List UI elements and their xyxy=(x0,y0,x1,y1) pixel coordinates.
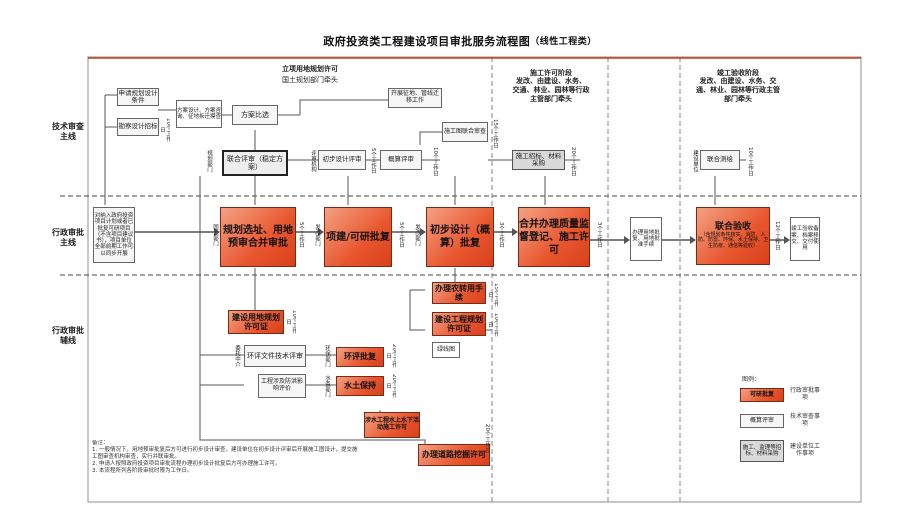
time-label: 5个工作日 xyxy=(298,222,305,248)
time-label: 10个工作日 xyxy=(488,313,498,337)
road-dig-permit: 办理道路挖掘许可 xyxy=(418,444,490,466)
dept-label: 国土部门 xyxy=(212,224,219,246)
time-label: 10个工作日 xyxy=(286,310,296,334)
dept-label: 发改部门 xyxy=(314,224,321,246)
time-label: 10个工作日 xyxy=(432,146,439,176)
dept-label: 规划部门 xyxy=(206,150,213,172)
time-label: 3个工作日 xyxy=(498,222,505,248)
dept-label: 环保部门 xyxy=(324,345,331,367)
phase-1-title: 立项用地规划许可 xyxy=(282,64,338,73)
scheme-design-box: 方案设计、方案咨询、征地拆迁摸查 xyxy=(176,100,222,128)
flood-assessment: 工程涉及防洪影响评价 xyxy=(258,374,306,398)
dept-label: 评审机构 xyxy=(310,150,317,172)
time-label: 10个工作日 xyxy=(747,146,754,176)
water-eng-permit: 涉水工程水上水下活动施工许可 xyxy=(364,412,420,438)
water-conservation: 水土保持 xyxy=(336,376,384,396)
phase-2-title: 施工许可阶段 发改、由建设、水务、 交通、林业、园林等行政 主管部门牵头 xyxy=(512,68,590,103)
construction-bid-box: 施工招标、材料采购 xyxy=(512,150,565,170)
time-label: 15个工作日 xyxy=(492,118,499,148)
time-label: 20个工作日 xyxy=(484,423,491,453)
eia-tech-review: 环评文件技术评审 xyxy=(244,345,306,367)
plan-apply-box: 申请规划设计条件 xyxy=(117,88,159,106)
time-label: 5个工作日 xyxy=(398,222,405,248)
joint-review-box: 联合评审（稳定方案） xyxy=(222,150,288,176)
prelim-design-approval: 初步设计（概算）批复 xyxy=(426,207,494,267)
legend-desc-tech: 技术审查事项 xyxy=(789,413,820,427)
time-label: 20个工作日 xyxy=(386,344,396,368)
lane-admin-label: 行政审批 主线 xyxy=(52,227,84,247)
time-label: 5个工作日 xyxy=(370,148,377,174)
dept-label: 发改部门 xyxy=(414,224,421,246)
scheme-compare-box: 方案比选 xyxy=(232,105,278,125)
site-select-approval: 规划选址、用地预审合并审批 xyxy=(220,207,296,267)
green-line-box: 绿线图 xyxy=(432,342,460,358)
intro-note-box: 对纳入政府投资项目计划或者已批复可研项目（不含项目建议书），项目单位全部前期工作… xyxy=(93,207,135,263)
phase-1-subtitle: 国土规划部门牵头 xyxy=(282,75,338,84)
dept-label: 委托中介 xyxy=(234,345,241,367)
lane-aux-label: 行政审批 辅线 xyxy=(52,325,84,345)
eia-approval: 环评批复 xyxy=(336,347,384,367)
joint-acceptance: 联合验收（含规划条件核实、消防、人防、防雷、环保、水土保持、卫生防疫、通信等验收… xyxy=(696,207,770,265)
time-label: 15个工作日 xyxy=(488,283,498,307)
legend-desc-owner: 建设单位工作事项 xyxy=(789,443,820,457)
survey-bid-box: 勘察设计招标 xyxy=(117,118,159,136)
drawing-review-box: 施工图联合审查 xyxy=(442,122,488,142)
legend-item-owner: 施工、监理等招标、材料采购 xyxy=(740,440,784,462)
time-label: 3个工作日 xyxy=(596,222,603,248)
legend-title: 图例： xyxy=(742,375,761,383)
archive-box: 竣工验收备案、档案移交、交付使用 xyxy=(790,217,820,261)
joint-survey-box: 联合测绘 xyxy=(700,150,740,170)
prelim-review-box: 初步设计评审 xyxy=(318,150,366,170)
engineering-permit: 建设工程规划许可证 xyxy=(432,312,486,336)
legend-item-tech: 概算评审 xyxy=(740,414,784,428)
footnote: 备注： 1. 一般情况下，用地预审批复后方可进行初步设计审查，建设单位在初步设计… xyxy=(92,440,358,474)
dept-label: 水务部门 xyxy=(324,375,331,397)
legend-desc-admin: 行政审批事项 xyxy=(789,387,820,401)
time-label: 12个工作日 xyxy=(774,220,781,250)
budget-review-box: 概算评审 xyxy=(380,150,422,170)
dept-label: 建设单位 xyxy=(692,150,699,172)
farm-convert: 办理农转用手续 xyxy=(432,282,486,304)
time-label: 20个工作日 xyxy=(570,146,577,176)
phase-3-title: 竣工验收阶段 发改、由建设、水务、交 通、林业、园林等行政主管 部门牵头 xyxy=(696,68,780,103)
land-use-permit: 建设用地规划许可证 xyxy=(228,310,284,334)
project-approval: 项建/可研批复 xyxy=(324,207,392,267)
time-label: 10个工作日 xyxy=(160,118,170,142)
legend-item-admin: 可研批复 xyxy=(740,388,784,402)
time-label: 20个工作日 xyxy=(386,374,396,398)
page-title: 政府投资类工程建设项目审批服务流程图（线性工程类） xyxy=(323,34,597,48)
lane-tech-label: 技术审查 主线 xyxy=(52,121,84,141)
relocate-box: 开展征地、管线迁移工作 xyxy=(388,88,442,108)
land-handle-box: 办理用地批复、用地批准手续 xyxy=(630,217,662,261)
construction-permit: 合并办理质量监督登记、施工许可 xyxy=(518,207,590,267)
